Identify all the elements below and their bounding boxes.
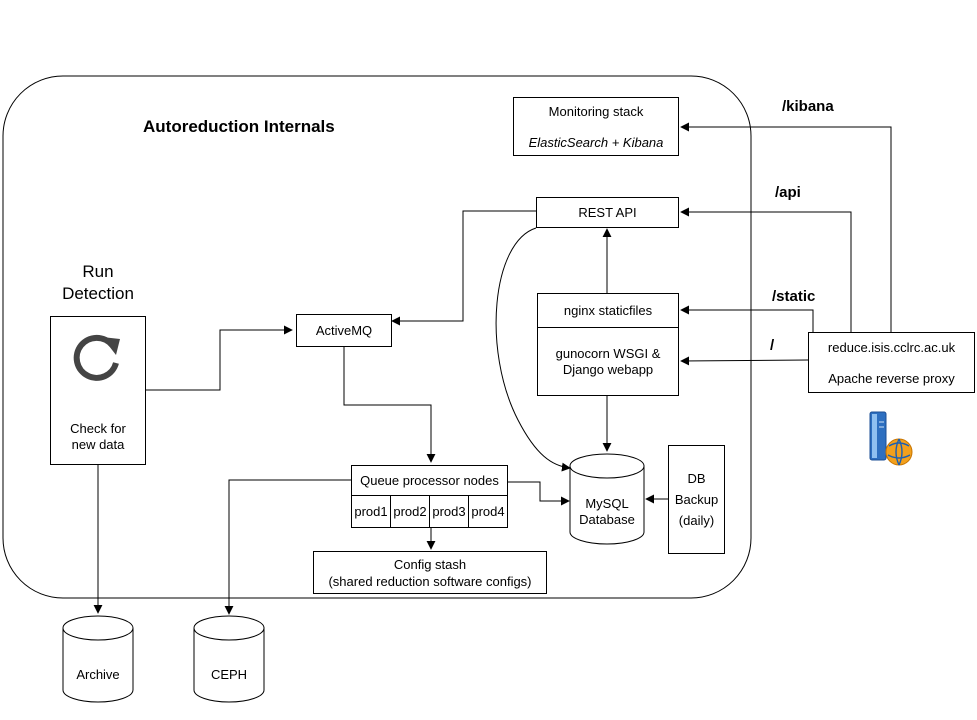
nginx-staticfiles: nginx staticfiles	[538, 294, 678, 328]
run-detection-box: Check for new data	[50, 316, 146, 465]
arrow-rest-to-activemq	[391, 210, 536, 326]
activemq-box: ActiveMQ	[296, 314, 392, 347]
arrow-activemq-to-queue	[343, 347, 436, 463]
queue-processor-box: Queue processor nodes prod1 prod2 prod3 …	[351, 465, 508, 528]
config-stash-title: Config stash	[393, 556, 467, 572]
diagram-title: Autoreduction Internals	[143, 117, 335, 136]
webapp-box: nginx staticfiles gunocorn WSGI & Django…	[537, 293, 679, 396]
arrow-queue-to-ceph	[224, 479, 352, 615]
arrow-proxy-api	[680, 207, 852, 332]
queue-node-prod2: prod2	[391, 495, 430, 527]
monitoring-stack-box: Monitoring stack ElasticSearch + Kibana	[513, 97, 679, 156]
monitoring-stack-title: Monitoring stack	[548, 104, 644, 119]
queue-processor-title: Queue processor nodes	[352, 466, 507, 496]
queue-node-prod1: prod1	[352, 495, 391, 527]
refresh-icon	[73, 334, 120, 381]
arrow-rest-to-mysql	[495, 227, 571, 472]
archive-cylinder	[62, 615, 134, 703]
server-globe-icon	[869, 411, 913, 466]
queue-node-prod4: prod4	[471, 503, 505, 519]
proxy-description: Apache reverse proxy	[828, 371, 955, 386]
config-stash-box: Config stash (shared reduction software …	[313, 551, 547, 594]
ceph-label: CEPH	[210, 667, 248, 682]
route-api-label: /api	[775, 184, 801, 201]
mysql-label: MySQL Database	[579, 496, 635, 527]
archive-label: Archive	[76, 667, 120, 682]
db-backup-box: DB Backup (daily)	[668, 445, 725, 554]
queue-node-prod3: prod3	[430, 495, 469, 527]
arrow-queue-to-mysql	[508, 481, 570, 506]
run-detection-heading: Run Detection	[62, 262, 134, 303]
arrow-detection-to-activemq	[145, 325, 293, 391]
arrow-proxy-kibana	[680, 122, 892, 332]
proxy-hostname: reduce.isis.cclrc.ac.uk	[827, 340, 956, 355]
route-static-label: /static	[772, 288, 816, 305]
gunicorn-django-webapp: gunocorn WSGI & Django webapp	[555, 345, 661, 377]
arrow-proxy-static	[680, 305, 814, 332]
reverse-proxy-box: reduce.isis.cclrc.ac.uk Apache reverse p…	[808, 332, 975, 393]
ceph-cylinder	[193, 615, 265, 703]
internals-container	[2, 75, 752, 599]
rest-api-box: REST API	[536, 197, 679, 228]
queue-node-row: prod1 prod2 prod3 prod4	[352, 495, 507, 527]
config-stash-subtitle: (shared reduction software configs)	[328, 573, 532, 589]
monitoring-stack-subtitle: ElasticSearch + Kibana	[528, 135, 664, 150]
mysql-database-cylinder	[569, 453, 645, 545]
check-new-data-label: Check for new data	[70, 421, 126, 452]
arrow-proxy-root	[680, 356, 809, 366]
route-kibana-label: /kibana	[782, 98, 834, 115]
route-root-label: /	[770, 337, 775, 354]
